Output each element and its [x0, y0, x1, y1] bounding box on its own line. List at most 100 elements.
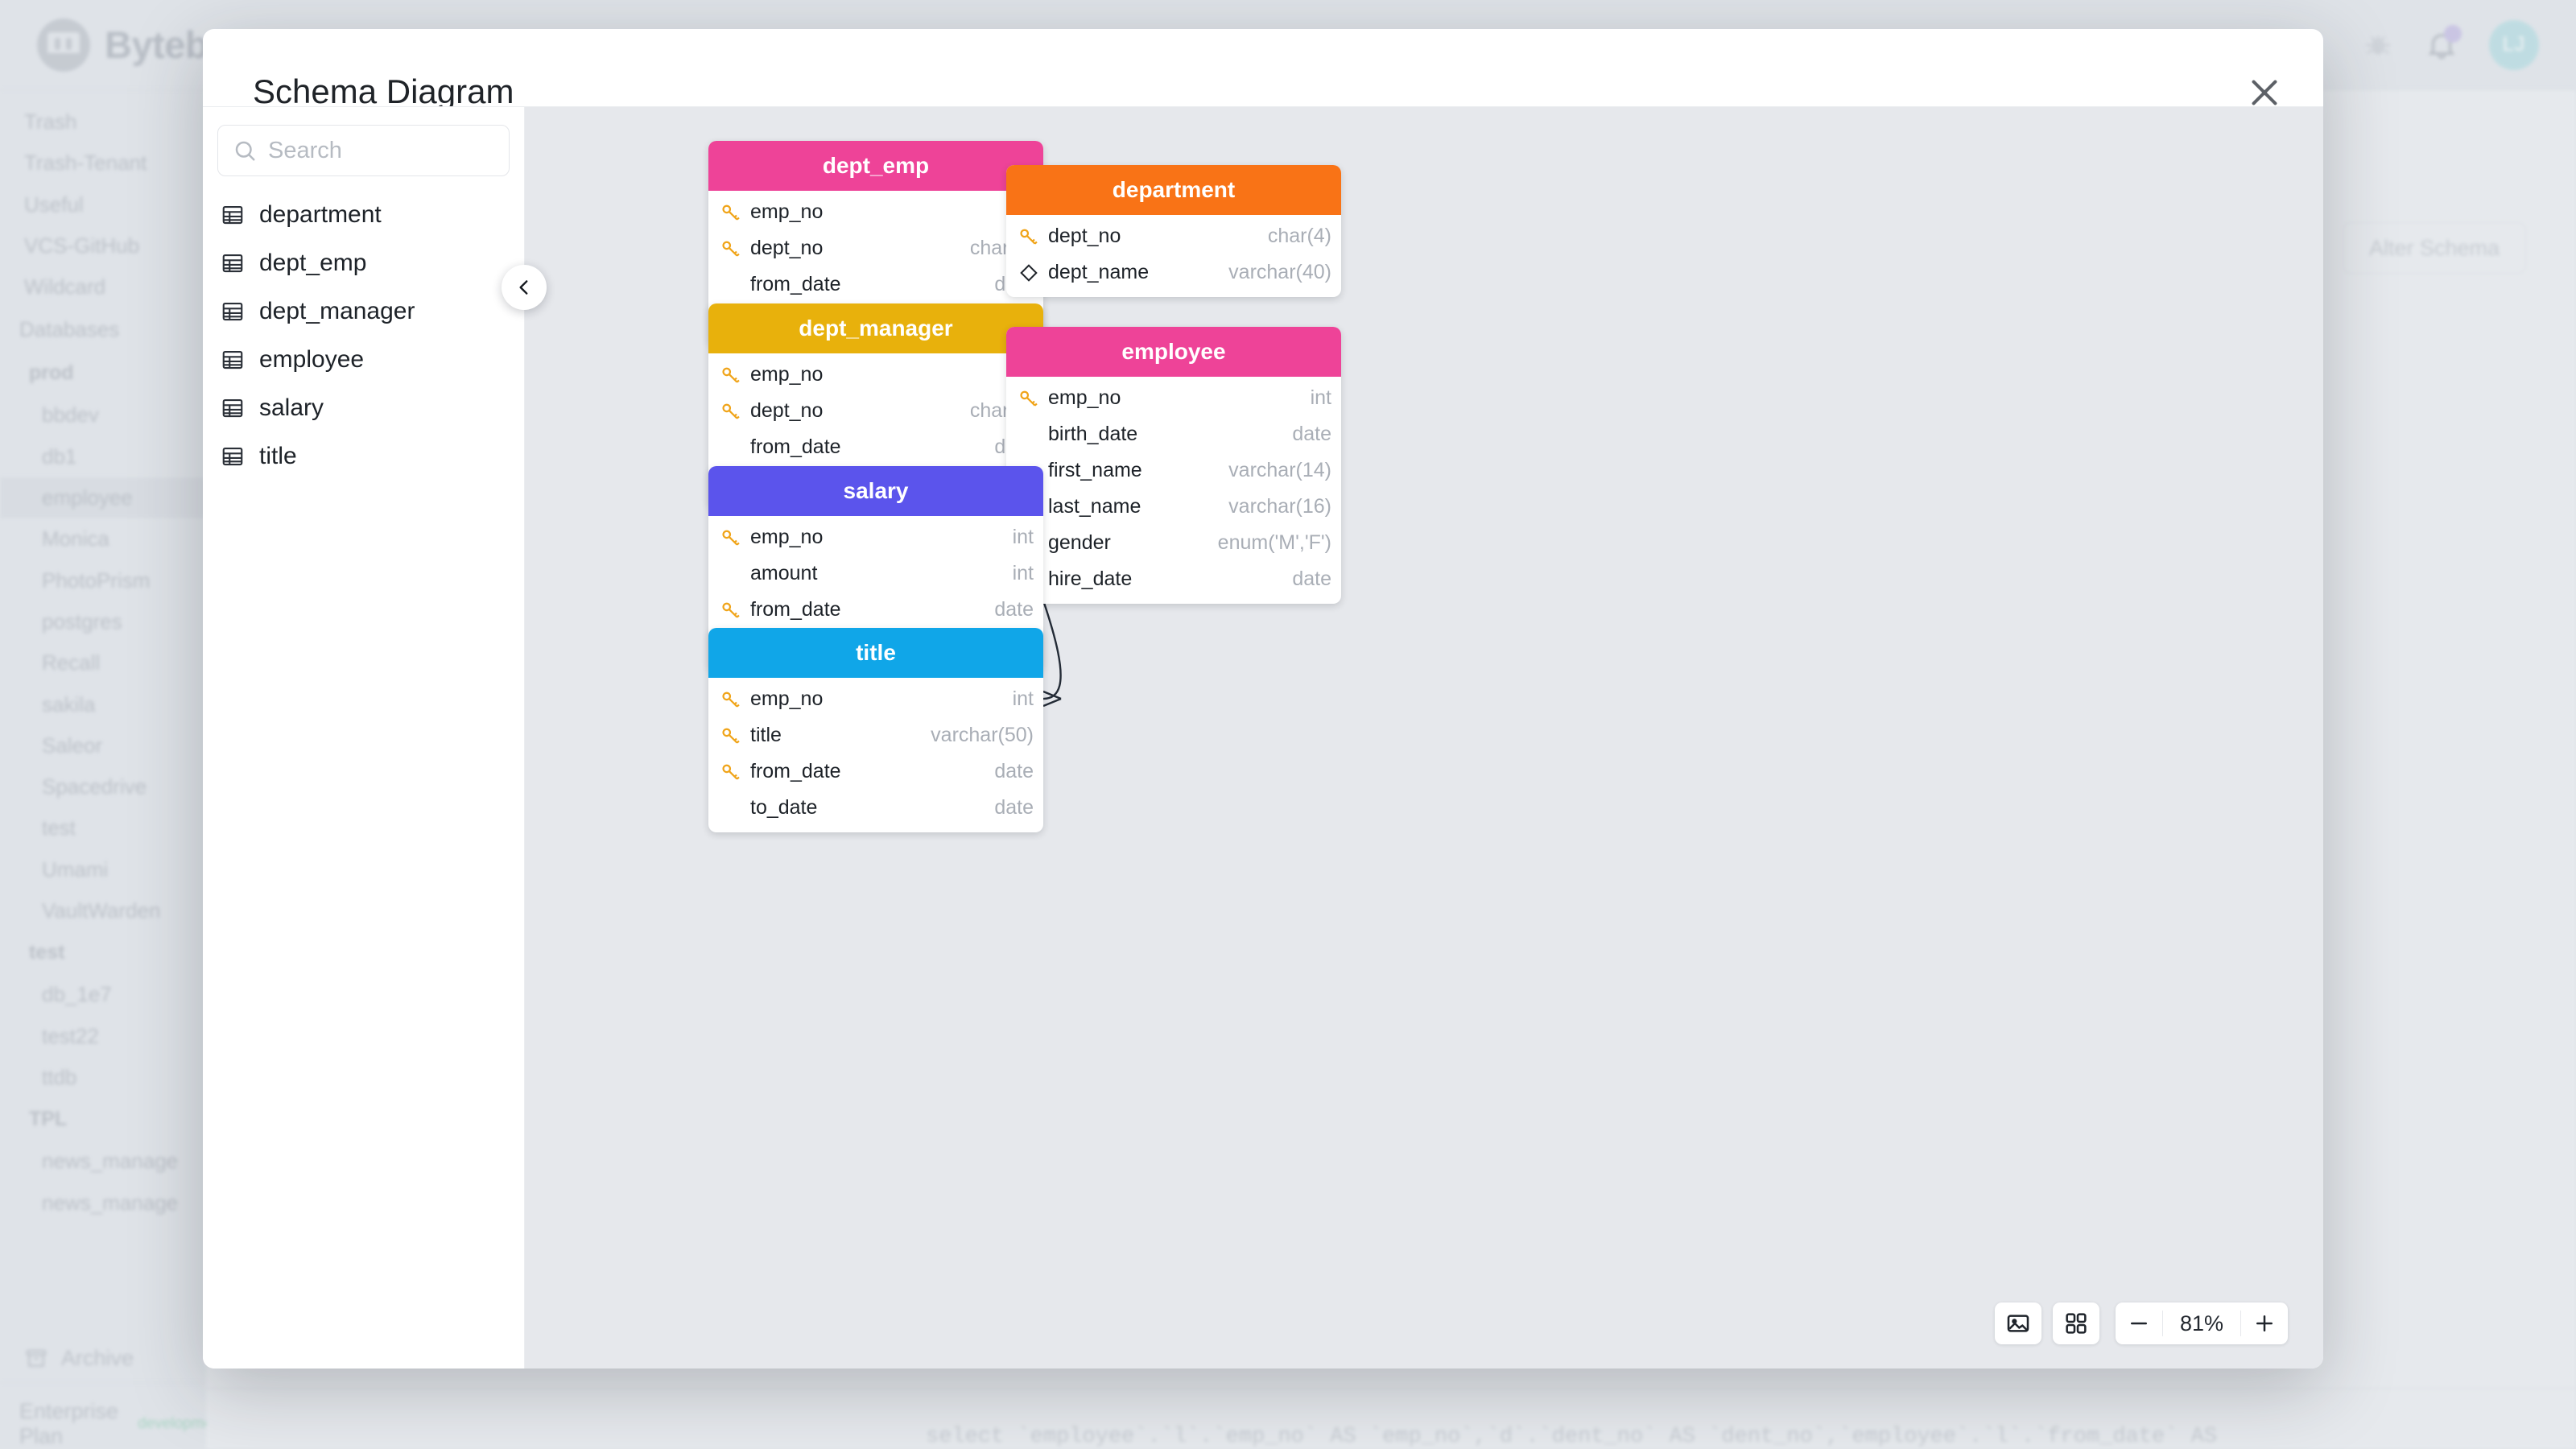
bug-icon[interactable] — [2362, 29, 2394, 61]
column-type: date — [994, 598, 1034, 621]
sidebar-item-trash[interactable]: Trash — [24, 109, 77, 134]
sidebar-item-vaultwarden[interactable]: VaultWarden — [42, 898, 161, 923]
column-name: dept_no — [750, 399, 824, 422]
sidebar-item-news-manage[interactable]: news_manage — [42, 1149, 179, 1174]
key-icon — [722, 530, 740, 546]
plus-icon — [2256, 1315, 2273, 1331]
sidebar-item-databases: Databases — [19, 317, 120, 342]
table-list-item-salary[interactable]: salary — [203, 384, 524, 432]
column-row[interactable]: title varchar(50) — [708, 717, 1043, 753]
sidebar-item-postgres[interactable]: postgres — [42, 609, 122, 634]
sidebar-item-trash-tenant[interactable]: Trash-Tenant — [24, 151, 147, 175]
sidebar-item-photoprism[interactable]: PhotoPrism — [42, 568, 151, 592]
export-image-button[interactable] — [1995, 1302, 2041, 1344]
table-list-item-dept_emp[interactable]: dept_emp — [203, 239, 524, 287]
table-node-title: department — [1112, 177, 1236, 202]
sidebar-item-umami[interactable]: Umami — [42, 857, 109, 881]
sidebar-item-useful[interactable]: Useful — [24, 192, 84, 217]
alter-schema-button[interactable]: Alter Schema — [2343, 222, 2526, 274]
zoom-in-button[interactable] — [2241, 1302, 2288, 1344]
divider — [2162, 1311, 2163, 1336]
table-list-item-department[interactable]: department — [203, 191, 524, 239]
topbar-actions: LJ — [2362, 19, 2539, 70]
column-name: from_date — [750, 273, 841, 295]
collapse-panel-button[interactable] — [502, 265, 547, 310]
sidebar-item-vcs-github[interactable]: VCS-GitHub — [24, 233, 140, 258]
key-icon — [1020, 229, 1038, 245]
divider — [206, 1388, 2576, 1389]
sidebar-item-archive[interactable]: Archive — [0, 1335, 206, 1382]
table-list-item-title[interactable]: title — [203, 432, 524, 481]
sidebar-item-db-1e7[interactable]: db_1e7 — [42, 982, 112, 1007]
sidebar-item-sakila[interactable]: sakila — [42, 691, 96, 716]
column-type: varchar(50) — [931, 724, 1034, 746]
column-name: dept_no — [1048, 225, 1121, 247]
sidebar-item-news-manage[interactable]: news_manage — [42, 1190, 179, 1215]
sidebar-item-saleor[interactable]: Saleor — [42, 733, 103, 758]
key-icon — [722, 764, 740, 780]
sidebar-item-ttdb[interactable]: ttdb — [42, 1064, 77, 1089]
column-name: title — [750, 724, 782, 746]
search-box[interactable] — [217, 125, 510, 176]
table-node-header: dept_manager — [708, 303, 1043, 353]
column-type: int — [1012, 687, 1034, 710]
avatar[interactable]: LJ — [2489, 19, 2539, 70]
table-icon — [222, 398, 243, 418]
sidebar-item-spacedrive[interactable]: Spacedrive — [42, 774, 147, 799]
sidebar-item-bbdev[interactable]: bbdev — [42, 402, 99, 427]
sidebar-item-test[interactable]: test — [42, 815, 76, 840]
table-list-item-employee[interactable]: employee — [203, 336, 524, 384]
sidebar-item-recall[interactable]: Recall — [42, 650, 101, 675]
table-list-item-label: title — [259, 443, 297, 469]
column-name: emp_no — [750, 363, 824, 386]
page-title: Schema Diagram — [253, 72, 514, 110]
table-node-title: dept_manager — [799, 316, 953, 341]
archive-icon — [26, 1349, 47, 1367]
table-list-item-label: dept_emp — [259, 250, 367, 276]
key-icon — [722, 204, 740, 221]
sidebar-item-test[interactable]: test — [29, 941, 65, 964]
table-list: department dept_emp dept_manager employee sa… — [203, 191, 524, 481]
sidebar-item-prod[interactable]: prod — [29, 361, 74, 385]
close-icon[interactable] — [2246, 74, 2283, 111]
sidebar-item-test22[interactable]: test22 — [42, 1023, 99, 1048]
zoom-out-button[interactable] — [2116, 1302, 2162, 1344]
table-list-item-dept_manager[interactable]: dept_manager — [203, 287, 524, 336]
column-type: date — [1292, 423, 1331, 445]
column-type: varchar(40) — [1228, 261, 1331, 283]
notifications-bell[interactable] — [2425, 24, 2462, 62]
sidebar-item-monica[interactable]: Monica — [42, 526, 109, 551]
sidebar-item-db1[interactable]: db1 — [42, 444, 77, 469]
sidebar-item-employee[interactable]: employee — [0, 477, 206, 519]
diagram-canvas[interactable]: dept_empemp_nointdept_nochar(4)from_date… — [525, 106, 2323, 1368]
sidebar-item-wildcard[interactable]: Wildcard — [24, 275, 106, 299]
auto-layout-button[interactable] — [2053, 1302, 2099, 1344]
search-input[interactable] — [268, 137, 494, 164]
table-list-item-label: employee — [259, 346, 365, 373]
sidebar-item-tpl[interactable]: TPL — [29, 1108, 68, 1131]
